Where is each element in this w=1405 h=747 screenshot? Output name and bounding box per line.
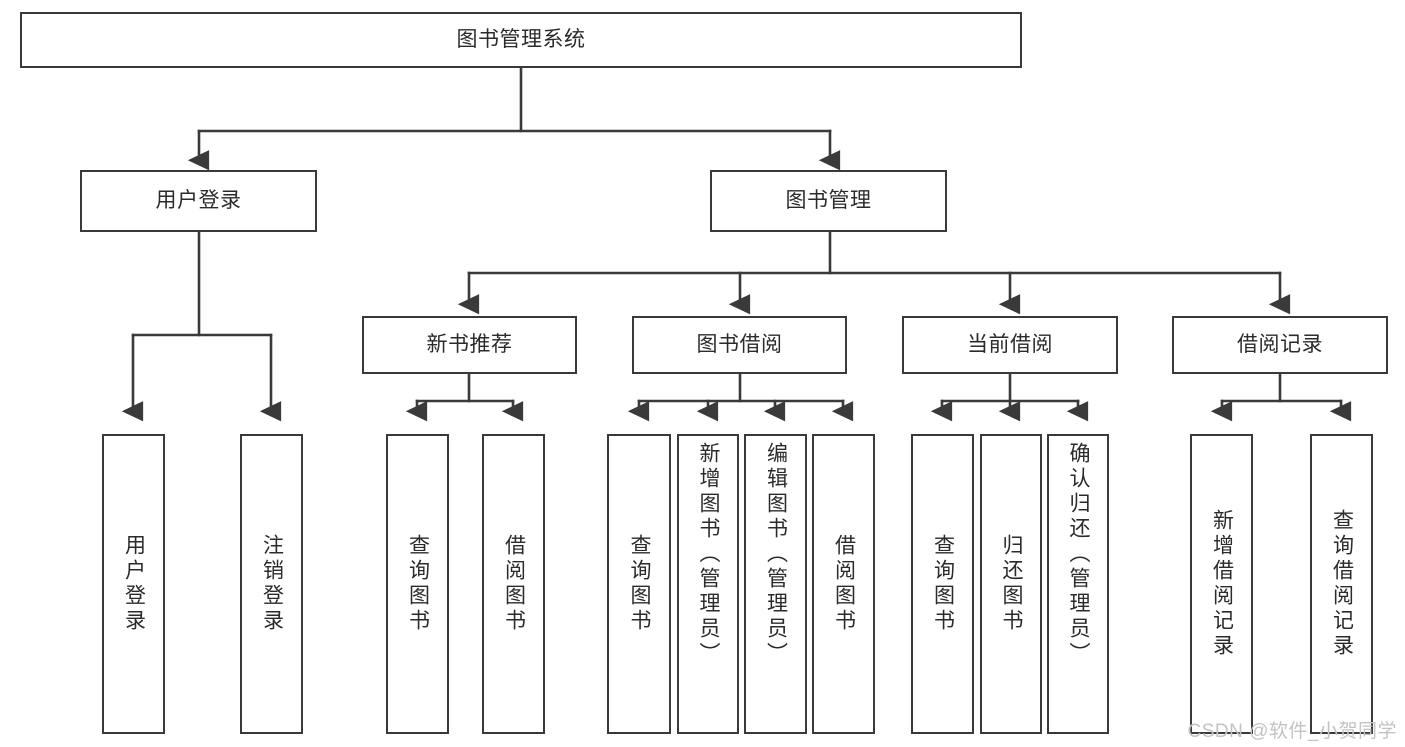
node-label: 新增借阅记录 [1210,509,1234,659]
node-label: 查询借阅记录 [1330,509,1354,659]
node-label: 查询图书 [931,534,955,634]
node-book-borrow[interactable]: 图书借阅 [632,316,847,374]
node-label: 图书管理 [785,188,872,212]
node-label: 用户登录 [155,188,242,212]
user-login-connectors [121,230,282,422]
node-leaf-add-borrow-record[interactable]: 新增借阅记录 [1190,434,1253,734]
node-label: 确认归还（管理员） [1067,442,1091,667]
node-new-book-recommend[interactable]: 新书推荐 [362,316,577,374]
current-borrow-connectors [930,372,1089,422]
node-label: 借阅记录 [1237,332,1323,356]
node-leaf-borrow-book-recommend[interactable]: 借阅图书 [482,434,545,734]
node-label: 编辑图书（管理员） [764,442,788,667]
node-root-book-management-system[interactable]: 图书管理系统 [20,12,1022,68]
node-current-borrow[interactable]: 当前借阅 [902,316,1118,374]
node-label: 借阅图书 [502,534,526,634]
node-book-management[interactable]: 图书管理 [710,170,947,232]
node-leaf-add-book[interactable]: 新增图书（管理员） [677,434,739,734]
root-connectors [187,66,841,171]
node-label: 注销登录 [260,534,284,634]
node-label: 归还图书 [1000,534,1024,634]
node-leaf-return-book[interactable]: 归还图书 [980,434,1042,734]
node-label: 新增图书（管理员） [697,442,721,667]
node-label: 查询图书 [406,534,430,634]
node-leaf-user-login[interactable]: 用户登录 [102,434,165,734]
new-book-recommend-connectors [405,372,524,422]
node-leaf-query-book-recommend[interactable]: 查询图书 [386,434,449,734]
node-leaf-borrow-book-borrow[interactable]: 借阅图书 [812,434,875,734]
node-label: 新书推荐 [426,332,513,356]
node-label: 当前借阅 [967,332,1053,356]
node-leaf-confirm-return[interactable]: 确认归还（管理员） [1047,434,1109,734]
node-leaf-logout-login[interactable]: 注销登录 [240,434,303,734]
node-leaf-query-book-current[interactable]: 查询图书 [911,434,974,734]
node-user-login[interactable]: 用户登录 [80,170,317,232]
node-leaf-query-borrow-record[interactable]: 查询借阅记录 [1310,434,1373,734]
node-label: 查询图书 [628,534,652,634]
node-label: 借阅图书 [832,534,856,634]
node-borrow-record[interactable]: 借阅记录 [1172,316,1388,374]
node-leaf-query-book-borrow[interactable]: 查询图书 [607,434,671,734]
book-borrow-connectors [627,372,854,422]
node-leaf-edit-book[interactable]: 编辑图书（管理员） [744,434,807,734]
borrow-record-connectors [1210,372,1352,422]
csdn-watermark: CSDN @软件_小贺同学 [1187,721,1397,742]
book-management-connectors [457,230,1291,315]
node-label: 图书借阅 [696,332,783,356]
node-label: 用户登录 [122,534,146,634]
node-label: 图书管理系统 [456,27,586,51]
